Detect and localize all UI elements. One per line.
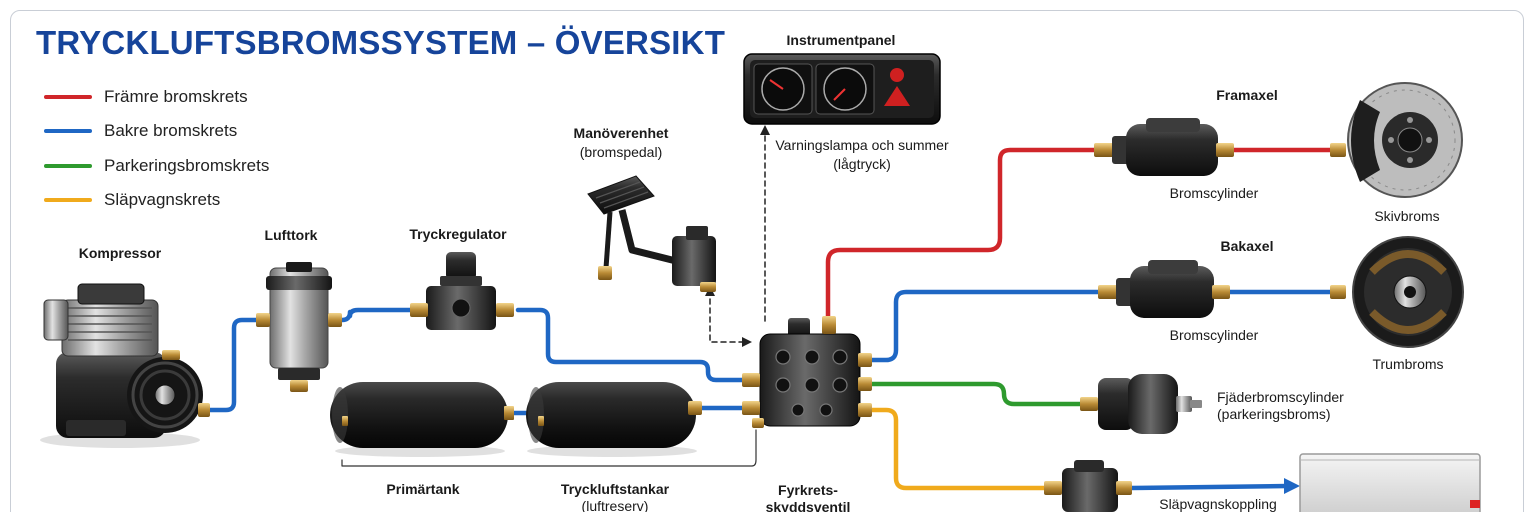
label-trailer-coupling: Släpvagnskoppling [1159, 496, 1277, 512]
pressure-regulator-graphic [410, 252, 514, 330]
diagram-frame [10, 10, 1524, 512]
legend-item-parking-circuit: Parkeringsbromskrets [44, 156, 269, 176]
legend-label: Parkeringsbromskrets [104, 156, 270, 175]
rear-cylinder-graphic [1098, 260, 1230, 318]
label-compressor: Kompressor [78, 245, 162, 261]
air-tanks-graphic [330, 382, 702, 457]
label-rear-cylinder: Bromscylinder [1169, 327, 1259, 343]
label-front-axle: Framaxel [1216, 87, 1278, 103]
four-circuit-valve-graphic [742, 316, 872, 428]
instrument-panel-graphic [743, 53, 941, 125]
label-front-cylinder: Bromscylinder [1169, 185, 1259, 201]
control-unit-graphic [587, 175, 716, 292]
legend-swatch-yellow [44, 198, 92, 202]
label-instrument-panel-sub2: (lågtryck) [833, 156, 891, 172]
label-spring-cylinder-sub: (parkeringsbroms) [1217, 406, 1331, 422]
label-drum-brake: Trumbroms [1372, 356, 1444, 372]
front-cylinder-graphic [1094, 118, 1234, 176]
legend-swatch-green [44, 164, 92, 168]
legend-item-front-circuit: Främre bromskrets [44, 87, 248, 107]
label-air-tanks: Tryckluftstankar [560, 481, 670, 497]
legend-label: Släpvagnskrets [104, 190, 221, 209]
trailer-graphic [1299, 453, 1481, 512]
label-air-tanks-sub: (luftreserv) [581, 498, 649, 512]
tanks-bracket [341, 429, 757, 467]
label-disc-brake: Skivbroms [1374, 208, 1440, 224]
label-spring-cylinder: Fjäderbromscylinder [1217, 389, 1344, 405]
legend-item-rear-circuit: Bakre bromskrets [44, 121, 237, 141]
trailer-arrow-head [1284, 478, 1300, 494]
label-pressure-regulator: Tryckregulator [409, 226, 507, 242]
disc-brake-graphic [1330, 82, 1463, 198]
pipe-rear-circuit [863, 289, 1107, 363]
spring-cylinder-graphic [1080, 374, 1202, 434]
legend-swatch-blue [44, 129, 92, 133]
pipe-trailer-coupling-out [1127, 483, 1291, 491]
pipe-compressor-to-dryer [202, 317, 265, 413]
label-rear-axle: Bakaxel [1220, 238, 1274, 254]
legend-swatch-red [44, 95, 92, 99]
air-dryer-graphic [256, 262, 342, 392]
label-control-unit: Manöverenhet [573, 125, 669, 141]
label-instrument-panel: Instrumentpanel [786, 32, 896, 48]
label-primary-tank: Primärtank [386, 481, 460, 497]
legend-label: Främre bromskrets [104, 87, 248, 106]
trailer-valve-graphic [1044, 460, 1132, 512]
label-four-circuit-valve: Fyrkrets- [778, 482, 838, 498]
pipe-parking-circuit [863, 381, 1087, 407]
legend-item-trailer-circuit: Släpvagnskrets [44, 190, 220, 210]
drum-brake-graphic [1330, 236, 1464, 348]
pipe-regulator-to-valve [515, 307, 745, 383]
legend-label: Bakre bromskrets [104, 121, 238, 140]
signal-arrow-pedal-right [742, 337, 752, 347]
pipe-trailer-circuit [863, 407, 1049, 491]
signal-line-pedal [709, 289, 749, 343]
label-four-circuit-valve-2: skyddsventil [765, 499, 851, 512]
label-air-dryer: Lufttork [264, 227, 318, 243]
pipe-dryer-to-regulator [329, 307, 413, 323]
signal-arrow-panel [760, 125, 770, 135]
compressor-graphic [40, 283, 210, 448]
page-title: TRYCKLUFTSBROMSSYSTEM – ÖVERSIKT [36, 24, 726, 61]
pipe-front-circuit [825, 147, 1101, 323]
label-instrument-panel-sub: Varningslampa och summer [775, 137, 949, 153]
label-control-unit-sub: (bromspedal) [579, 144, 663, 160]
